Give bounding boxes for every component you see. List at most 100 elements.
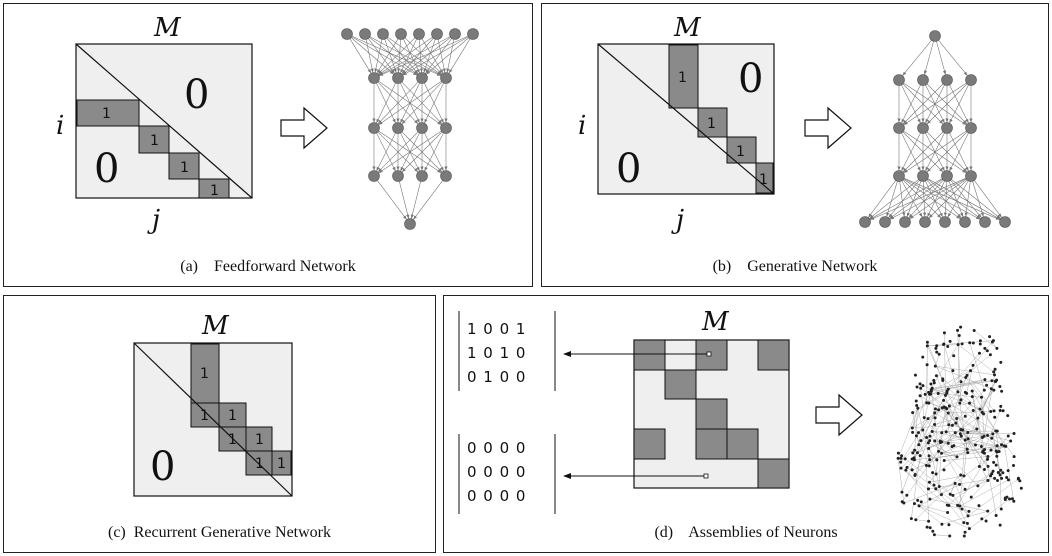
edge-arrowhead xyxy=(370,68,374,73)
network-node xyxy=(939,216,951,228)
network-node xyxy=(933,416,937,420)
network-node xyxy=(986,509,990,513)
edge-arrowhead xyxy=(962,121,967,125)
network-node xyxy=(998,409,1002,413)
block-value: 1 xyxy=(228,408,237,424)
network-edge xyxy=(932,379,997,389)
network-node xyxy=(960,507,964,511)
bit-row: 0 1 0 0 xyxy=(467,368,526,386)
edge-arrowhead xyxy=(963,120,968,125)
edge-arrowhead xyxy=(870,216,875,220)
network-node xyxy=(900,490,904,494)
network-node xyxy=(925,525,929,529)
network-node xyxy=(916,498,920,502)
edge-arrowhead xyxy=(401,120,406,125)
network-node xyxy=(994,449,998,453)
network-edge xyxy=(900,442,929,469)
network-node xyxy=(902,501,906,505)
network-edge xyxy=(374,39,383,73)
edge-arrowhead xyxy=(392,166,396,172)
network-node xyxy=(914,434,918,438)
edge-arrowhead xyxy=(939,168,944,173)
network-node xyxy=(988,335,992,339)
network-node xyxy=(939,493,943,497)
network-node xyxy=(929,30,941,42)
network-edge xyxy=(935,365,995,376)
matrix-label: M xyxy=(201,311,230,341)
network-node xyxy=(962,521,966,525)
network-node xyxy=(893,170,905,182)
network-node xyxy=(395,28,407,40)
network-node xyxy=(973,443,977,447)
edge-arrowhead xyxy=(416,118,420,124)
network-node xyxy=(914,518,918,522)
network-node xyxy=(913,373,917,377)
edge-arrowhead xyxy=(425,69,429,74)
row-label: i xyxy=(578,111,586,141)
network-edge xyxy=(941,510,988,525)
network-node xyxy=(925,363,929,367)
network-edge xyxy=(941,441,998,446)
edge-arrowhead xyxy=(423,68,427,73)
network-edge xyxy=(966,375,995,412)
network-node xyxy=(993,476,997,480)
matrix-block xyxy=(664,369,697,400)
network-node xyxy=(994,513,998,517)
network-node xyxy=(919,439,923,443)
edge-arrowhead xyxy=(926,120,931,125)
network-node xyxy=(980,395,984,399)
network-edge xyxy=(951,179,1001,219)
network-node xyxy=(1008,497,1012,501)
network-edge xyxy=(378,36,451,76)
block-value: 1 xyxy=(255,456,264,472)
block-value: 1 xyxy=(759,172,768,188)
network-node xyxy=(942,398,946,402)
network-node xyxy=(377,28,389,40)
network-node xyxy=(972,329,976,333)
network-node xyxy=(970,389,974,393)
network-edge xyxy=(903,130,967,174)
network-edge xyxy=(868,180,896,218)
network-edge xyxy=(903,178,981,220)
network-node xyxy=(942,331,946,335)
network-node xyxy=(932,378,936,382)
network-edge xyxy=(949,132,969,172)
network-edge xyxy=(945,407,950,425)
edge-arrowhead xyxy=(921,118,925,123)
network-node xyxy=(922,416,926,420)
edge-arrowhead xyxy=(977,213,982,218)
network-edge xyxy=(437,39,446,73)
network-edge xyxy=(906,181,922,217)
network-node xyxy=(431,28,443,40)
network-edge xyxy=(908,179,944,219)
edge-arrowhead xyxy=(889,216,895,220)
network-node xyxy=(984,519,988,523)
network-edge xyxy=(957,456,989,506)
edge-arrowhead xyxy=(945,166,949,171)
network-node xyxy=(937,484,941,488)
network-node xyxy=(963,414,967,418)
network-edge xyxy=(378,35,469,77)
matrix-label: M xyxy=(153,13,182,43)
network-node xyxy=(980,517,984,521)
network-node xyxy=(966,437,970,441)
network-node xyxy=(896,451,900,455)
network-node xyxy=(968,341,972,345)
edge-arrowhead xyxy=(413,215,417,220)
network-node xyxy=(918,382,922,386)
network-edge xyxy=(901,459,915,493)
block-value: 1 xyxy=(102,106,111,122)
upper-zero: 0 xyxy=(738,56,763,102)
network-edge xyxy=(926,342,928,403)
network-edge xyxy=(377,37,416,75)
network-edge xyxy=(889,178,967,220)
network-edge xyxy=(965,377,991,412)
network-node xyxy=(957,333,961,337)
network-node xyxy=(943,393,947,397)
network-node xyxy=(1006,414,1010,418)
network-node xyxy=(368,170,380,182)
edge-arrowhead xyxy=(868,213,872,218)
network-node xyxy=(926,417,930,421)
network-node xyxy=(999,468,1003,472)
network-node xyxy=(910,468,914,472)
